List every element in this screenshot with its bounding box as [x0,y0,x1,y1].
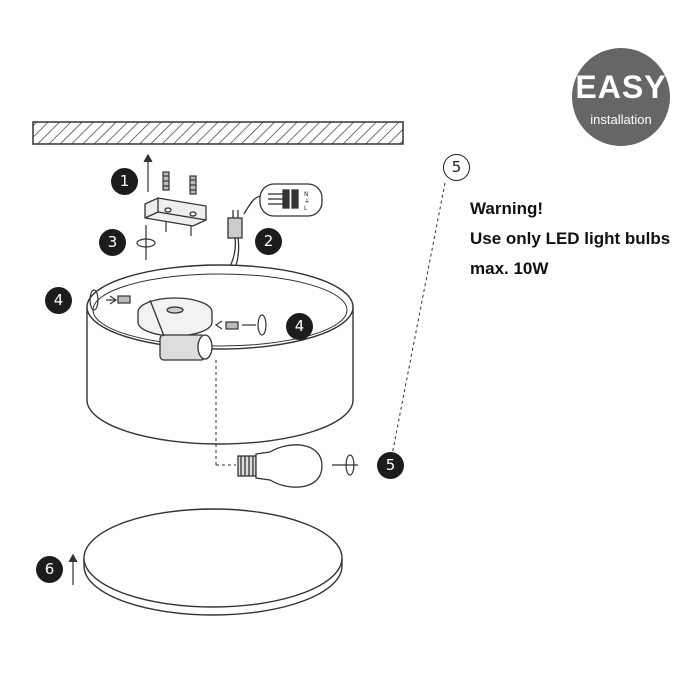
led-bulb [237,444,323,488]
wire-label-l: L [304,205,308,212]
warning-line-1: Use only LED light bulbs [470,229,671,248]
step-6-marker: 6 [36,556,63,583]
ceiling [32,121,404,145]
wire-label-n: N [304,191,309,198]
lift-arrow-6 [68,553,78,585]
step-4-marker-left: 4 [45,287,72,314]
step-5-marker-warning: 5 [443,154,470,181]
drum-shade [86,264,354,445]
badge-title: EASY [575,69,667,105]
step-4-marker-right: 4 [286,313,313,340]
diffuser-plate [83,508,343,616]
easy-installation-badge: EASY installation [572,48,670,146]
step-2-marker: 2 [255,228,282,255]
rotate-arrow-3 [136,225,156,260]
guide-lines [215,182,446,466]
side-screw-right [214,314,267,336]
side-screw-left [89,289,131,311]
lamp-socket [149,299,213,361]
wiring-labels: N ⏚ L [304,191,310,212]
step-5-marker-bulb: 5 [377,452,404,479]
ceiling-plate [137,297,213,337]
step-3-marker: 3 [99,229,126,256]
rotate-arrow-5 [332,454,358,476]
warning-heading: Warning! [470,199,544,218]
warning-line-2: max. 10W [470,259,549,278]
wire-label-earth: ⏚ [304,198,310,205]
step-1-marker: 1 [111,168,138,195]
mounting-bracket [144,197,207,227]
badge-subtitle: installation [590,112,652,127]
